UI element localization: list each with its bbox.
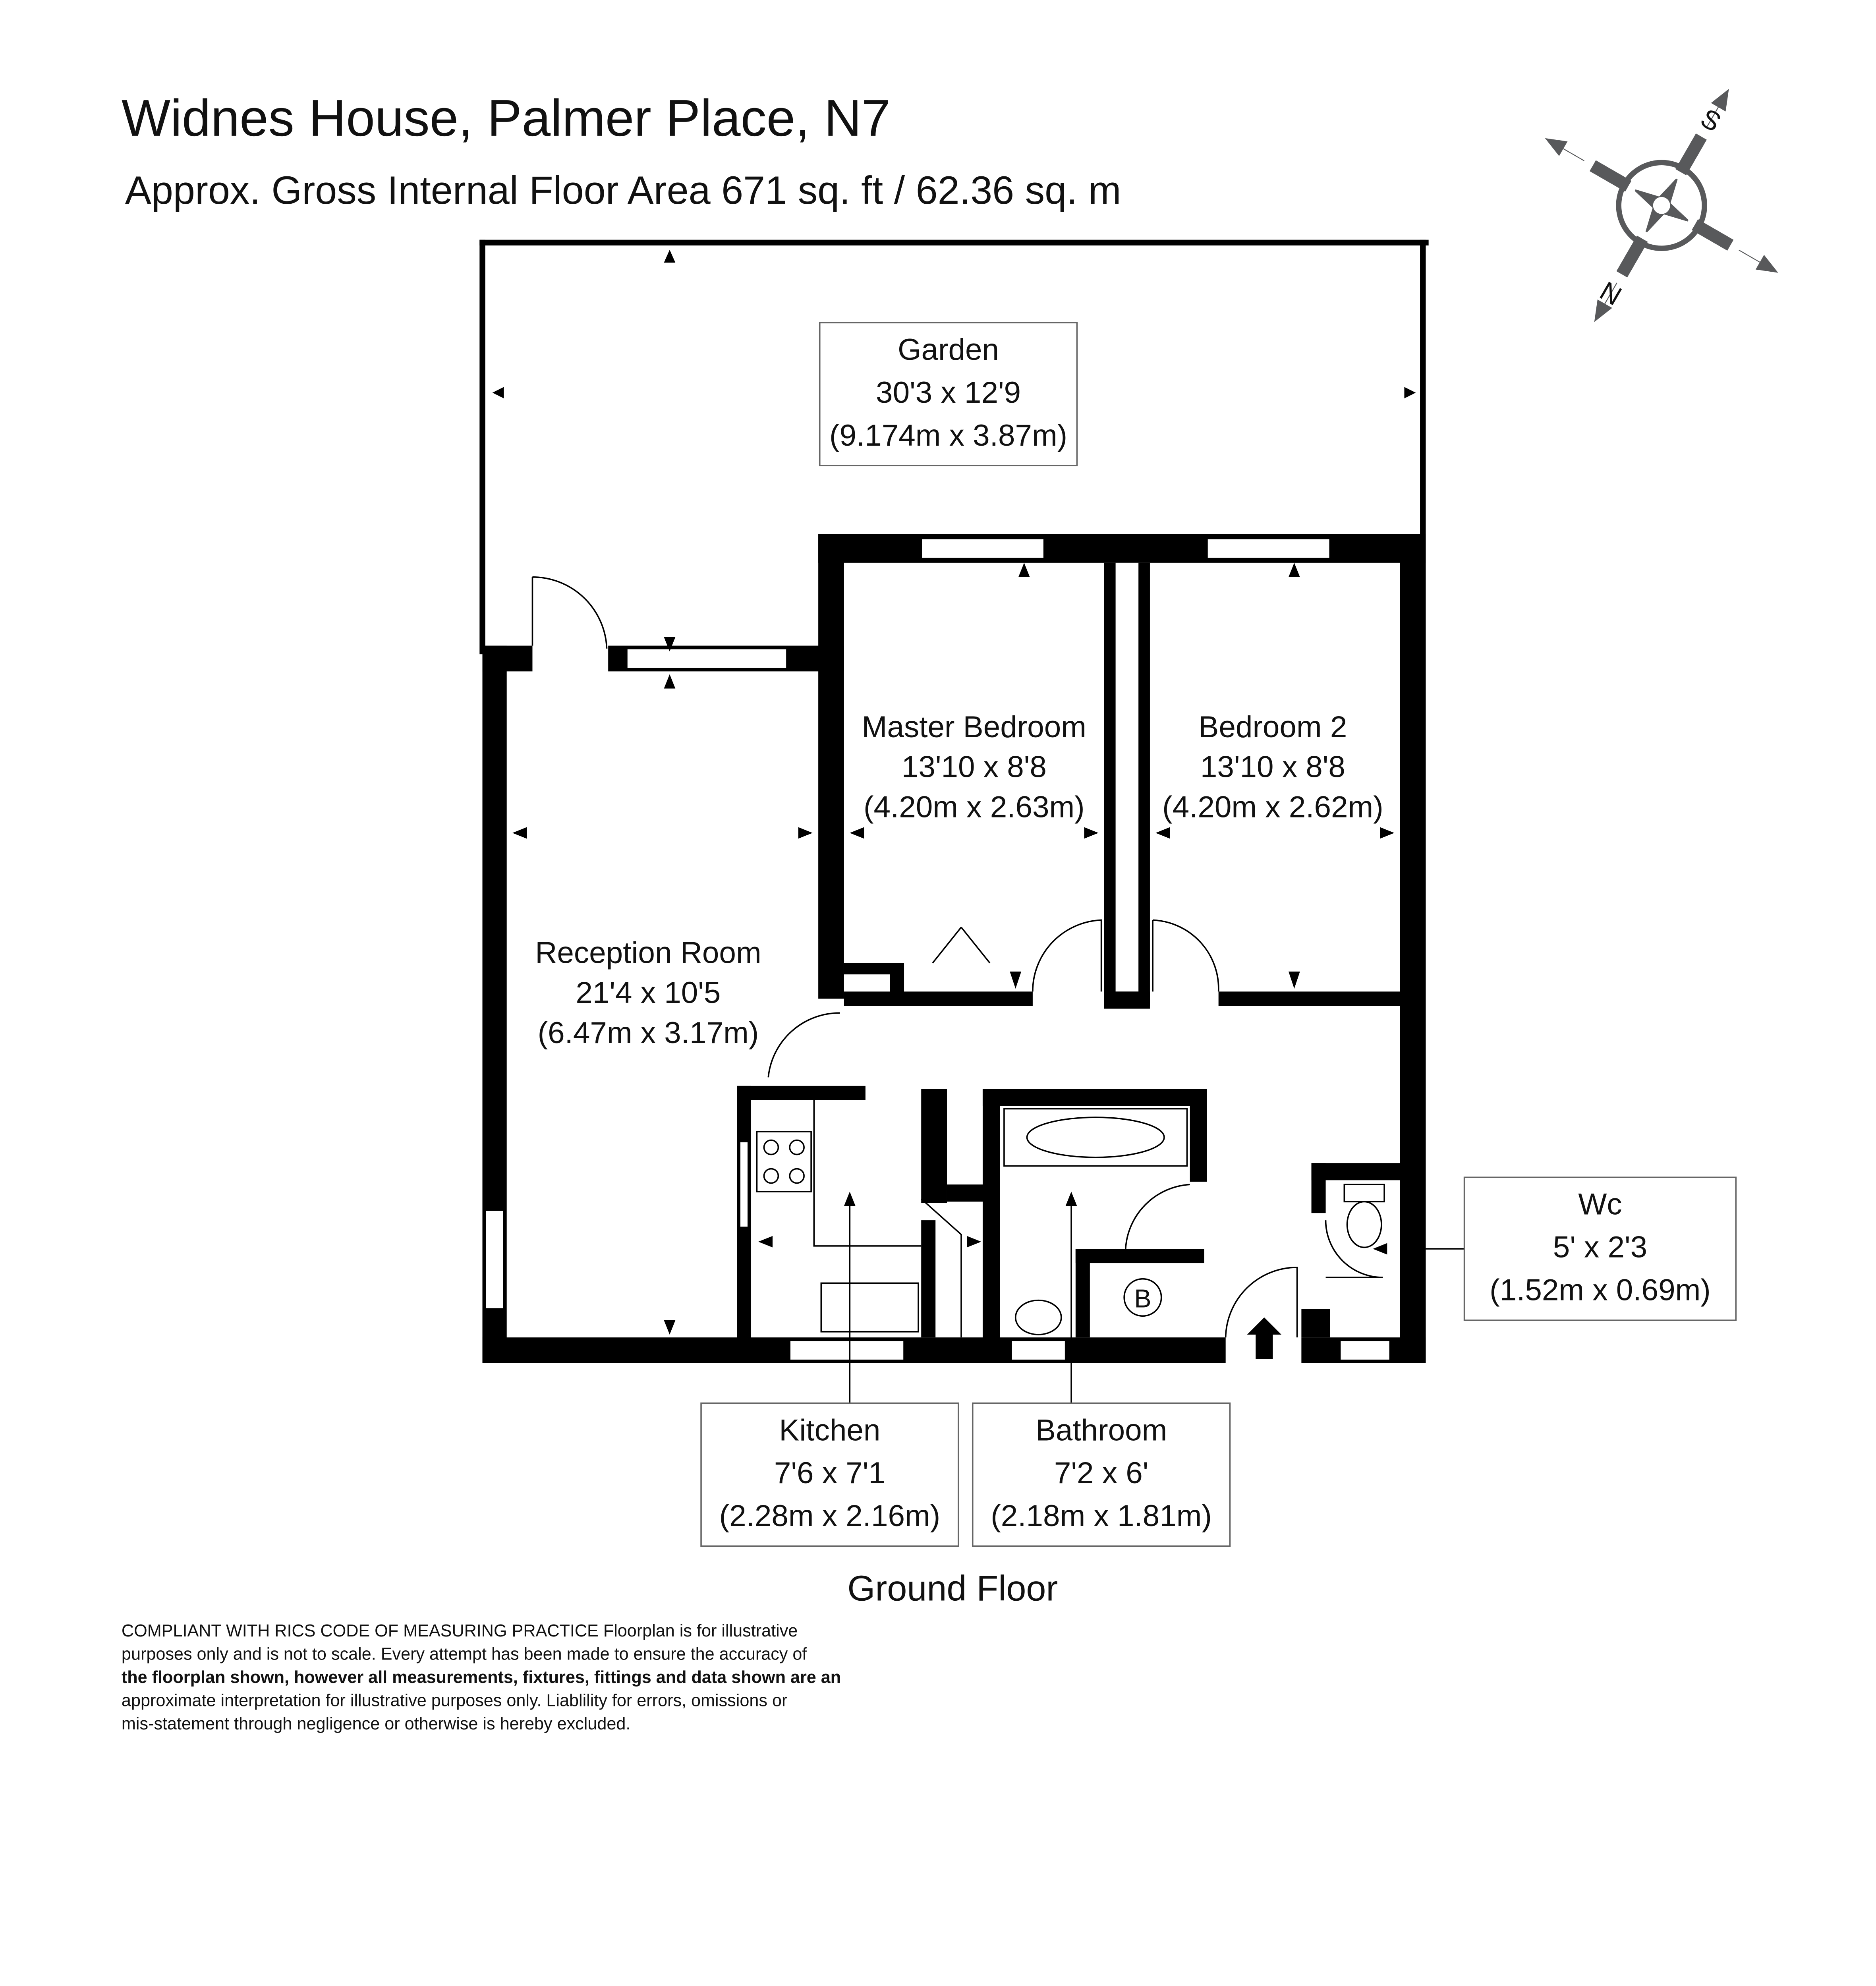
windows (484, 537, 1391, 1361)
floor-area-subtitle: Approx. Gross Internal Floor Area 671 sq… (125, 168, 1121, 212)
room-dimensions-metric: (1.52m x 0.69m) (1490, 1273, 1711, 1307)
room-dimensions-imperial: 7'6 x 7'1 (774, 1456, 885, 1490)
room-dimensions-imperial: 5' x 2'3 (1553, 1231, 1647, 1264)
room-label-garden: Garden 30'3 x 12'9 (9.174m x 3.87m) (819, 322, 1078, 466)
room-dimensions-imperial: 30'3 x 12'9 (876, 376, 1021, 410)
disclaimer-line: COMPLIANT WITH RICS CODE OF MEASURING PR… (122, 1621, 798, 1640)
disclaimer-line: approximate interpretation for illustrat… (122, 1691, 787, 1710)
boiler-label: B (1134, 1284, 1151, 1313)
disclaimer-line: purposes only and is not to scale. Every… (122, 1645, 807, 1664)
floorplan-canvas: Widnes House, Palmer Place, N7 Approx. G… (122, 89, 1778, 1733)
room-name: Bathroom (1036, 1413, 1167, 1447)
room-name: Kitchen (779, 1413, 880, 1447)
room-name: Bedroom 2 (1198, 710, 1347, 744)
entrance-arrow-icon (1247, 1317, 1282, 1359)
floor-label: Ground Floor (847, 1569, 1058, 1608)
disclaimer: COMPLIANT WITH RICS CODE OF MEASURING PR… (122, 1621, 841, 1733)
room-dimensions-metric: (2.28m x 2.16m) (719, 1499, 941, 1533)
compass-icon: S N (1545, 89, 1778, 322)
room-name: Reception Room (535, 936, 761, 970)
fixtures: B (756, 1100, 1385, 1335)
room-dimensions-metric: (2.18m x 1.81m) (991, 1499, 1212, 1533)
disclaimer-line: mis-statement through negligence or othe… (122, 1714, 630, 1733)
leader-lines (849, 1206, 1464, 1403)
room-dimensions-imperial: 21'4 x 10'5 (576, 976, 721, 1010)
room-label-kitchen: Kitchen 7'6 x 7'1 (2.28m x 2.16m) (700, 1402, 959, 1547)
room-name: Master Bedroom (862, 710, 1086, 744)
room-dimensions-metric: (4.20m x 2.62m) (1162, 790, 1383, 824)
room-label-master-bedroom: Master Bedroom 13'10 x 8'8 (4.20m x 2.63… (862, 710, 1086, 824)
garden-outline (479, 240, 1429, 655)
room-dimensions-imperial: 7'2 x 6' (1054, 1456, 1148, 1490)
doors[interactable] (531, 576, 1383, 1338)
room-label-wc: Wc 5' x 2'3 (1.52m x 0.69m) (1463, 1177, 1737, 1321)
room-dimensions-metric: (6.47m x 3.17m) (538, 1016, 759, 1050)
room-label-bathroom: Bathroom 7'2 x 6' (2.18m x 1.81m) (972, 1402, 1231, 1547)
room-dimensions-metric: (9.174m x 3.87m) (829, 419, 1067, 452)
room-name: Wc (1578, 1188, 1622, 1221)
page-title: Widnes House, Palmer Place, N7 (122, 89, 891, 147)
room-dimensions-imperial: 13'10 x 8'8 (1200, 750, 1345, 784)
floorplan: B Garden 30'3 x 12'9 (9.174m (479, 240, 1737, 1608)
room-dimensions-imperial: 13'10 x 8'8 (902, 750, 1047, 784)
room-label-reception: Reception Room 21'4 x 10'5 (6.47m x 3.17… (535, 936, 761, 1050)
room-name: Garden (898, 333, 999, 367)
dimension-markers (492, 249, 1416, 1335)
room-dimensions-metric: (4.20m x 2.63m) (864, 790, 1085, 824)
room-label-bedroom-2: Bedroom 2 13'10 x 8'8 (4.20m x 2.62m) (1162, 710, 1383, 824)
disclaimer-line: the floorplan shown, however all measure… (122, 1668, 841, 1687)
